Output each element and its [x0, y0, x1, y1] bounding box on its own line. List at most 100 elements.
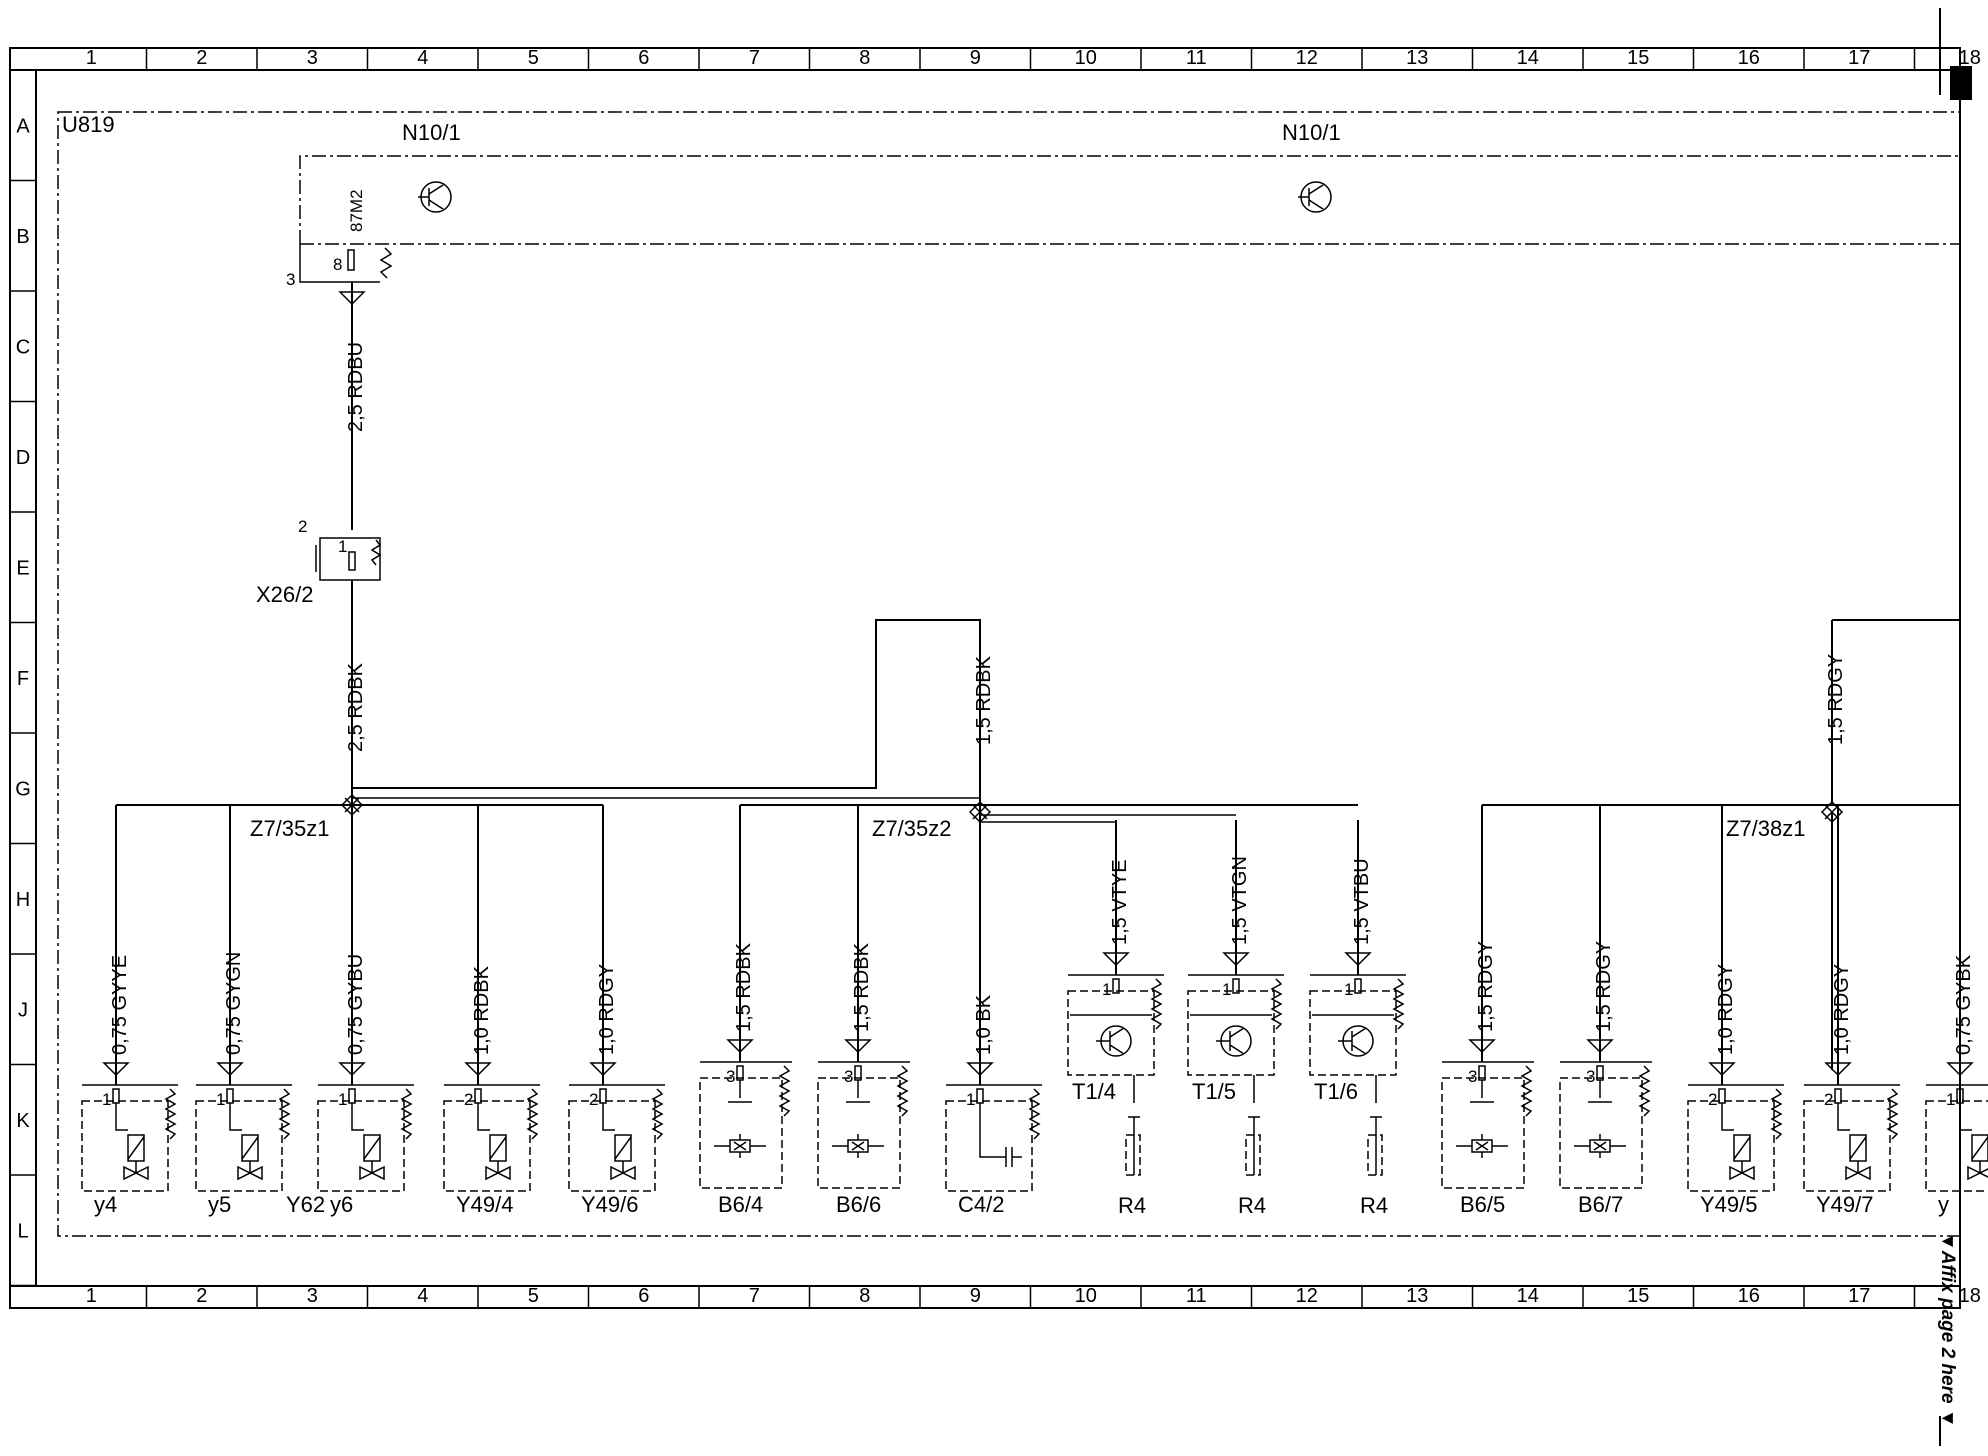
- transistor-icon: [1096, 1025, 1132, 1057]
- pin-number: 2: [1708, 1090, 1717, 1109]
- resistor-icon: [1125, 1134, 1141, 1176]
- component-label: B6/6: [836, 1192, 881, 1217]
- column-number: 16: [1738, 1285, 1760, 1307]
- wire-label: 1,5 VTYE: [1109, 859, 1131, 945]
- column-number: 1: [86, 1285, 97, 1307]
- resistor-label: R4: [1118, 1193, 1146, 1218]
- component-label: C4/2: [958, 1192, 1004, 1217]
- wire-label: 1,5 VTGN: [1229, 856, 1251, 945]
- wire-label: 1,5 RDGY: [1475, 941, 1497, 1032]
- crop-mark: [1950, 66, 1972, 100]
- splice-z3: Z7/38z1: [1726, 816, 1806, 841]
- wire-label: 1,0 RDGY: [596, 964, 618, 1055]
- row-letter: F: [17, 668, 29, 690]
- wire-label-branch2: 1,5 RDBK: [973, 655, 995, 745]
- affix-note: ▼Affix page 2 here ▼: [1937, 1232, 1958, 1428]
- valve-icon: [1967, 1161, 1988, 1181]
- n10-label-left: N10/1: [402, 120, 461, 145]
- x26-pin1: 1: [338, 537, 347, 556]
- component-label: y5: [208, 1192, 231, 1217]
- pin-number: 1: [338, 1090, 347, 1109]
- transistor-icon: [418, 181, 452, 213]
- column-number: 6: [638, 47, 649, 69]
- component-label: T1/5: [1192, 1079, 1236, 1104]
- valve-icon: [1729, 1161, 1755, 1181]
- column-number: 2: [196, 47, 207, 69]
- column-number: 13: [1406, 47, 1428, 69]
- column-number: 2: [196, 1285, 207, 1307]
- pin-number: 1: [966, 1090, 975, 1109]
- component-label: T1/6: [1314, 1079, 1358, 1104]
- column-number: 13: [1406, 1285, 1428, 1307]
- row-letter: A: [16, 115, 30, 137]
- transistor-icon: [1298, 181, 1332, 213]
- column-number: 11: [1186, 47, 1207, 69]
- column-number: 7: [749, 47, 760, 69]
- column-number: 3: [307, 47, 318, 69]
- column-number: 18: [1959, 1285, 1981, 1307]
- pin-number: 3: [1468, 1067, 1477, 1086]
- x26-label: X26/2: [256, 582, 314, 607]
- row-letter: J: [18, 999, 28, 1021]
- row-letter: G: [15, 778, 31, 800]
- wire-label: 1,0 BK: [973, 994, 995, 1055]
- valve-icon: [237, 1161, 263, 1181]
- valve-icon: [485, 1161, 511, 1181]
- module-label: U819: [62, 112, 115, 137]
- column-number: 9: [970, 1285, 981, 1307]
- column-number: 3: [307, 1285, 318, 1307]
- wire-label: 1,5 RDBK: [733, 942, 755, 1032]
- component-label: y: [1938, 1192, 1949, 1217]
- capacitor-icon: [979, 1103, 1022, 1167]
- x26-pin2: 2: [298, 517, 307, 536]
- column-number: 10: [1075, 47, 1097, 69]
- inner-frame: [35, 69, 1961, 1287]
- column-number: 7: [749, 1285, 760, 1307]
- wire-label-main-mid: 2,5 RDBK: [345, 662, 367, 752]
- resistor-label: R4: [1360, 1193, 1388, 1218]
- pin-number: 1: [1344, 980, 1353, 999]
- wire-label: 1,5 RDBK: [851, 942, 873, 1032]
- column-number: 5: [528, 47, 539, 69]
- column-number: 12: [1296, 1285, 1318, 1307]
- valve-icon: [359, 1161, 385, 1181]
- module-boundary: [57, 111, 1961, 1237]
- row-letter: C: [16, 336, 30, 358]
- pin-number: 3: [1586, 1067, 1595, 1086]
- n10-pin3: 3: [286, 270, 295, 289]
- wire-label: 1,0 RDBK: [471, 965, 493, 1055]
- wire-label-branch3: 1,5 RDGY: [1825, 654, 1847, 745]
- column-number: 6: [638, 1285, 649, 1307]
- n10-pin-name: 87M2: [347, 189, 366, 232]
- column-number: 16: [1738, 47, 1760, 69]
- resistor-icon: [1245, 1134, 1261, 1176]
- pin-number: 1: [216, 1090, 225, 1109]
- column-number: 15: [1627, 47, 1649, 69]
- valve-icon: [1845, 1161, 1871, 1181]
- component-c4-2: 1,0 BK 1C4/2: [945, 805, 1042, 1217]
- component-label: B6/7: [1578, 1192, 1623, 1217]
- component-label: Y49/5: [1700, 1192, 1758, 1217]
- column-number: 12: [1296, 47, 1318, 69]
- column-number: 8: [859, 47, 870, 69]
- component-label: y6: [330, 1192, 353, 1217]
- row-letter: H: [16, 889, 30, 911]
- valve-icon: [610, 1161, 636, 1181]
- row-letter: L: [17, 1220, 28, 1242]
- valve-icon: [123, 1161, 149, 1181]
- component-label: y4: [94, 1192, 117, 1217]
